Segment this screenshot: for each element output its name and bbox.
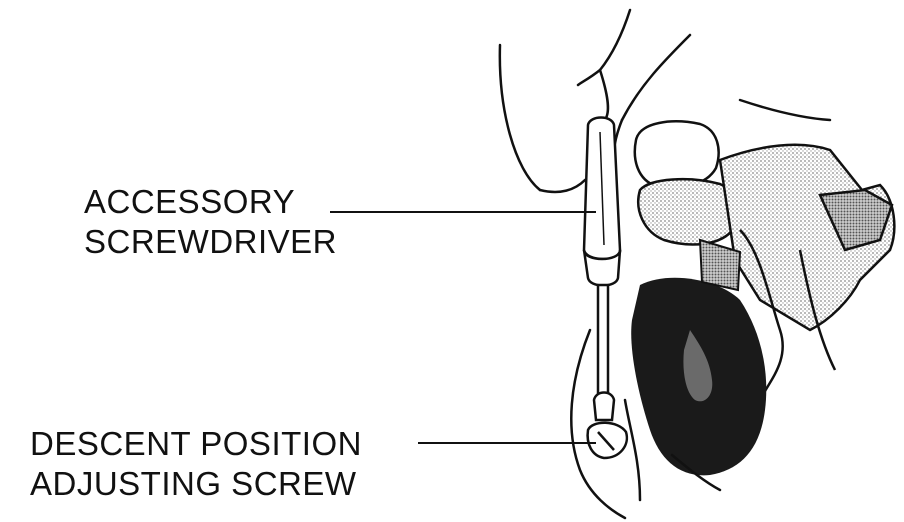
accessory-screwdriver-label-line1: ACCESSORY — [84, 182, 337, 222]
descent-screw — [588, 423, 627, 458]
accessory-screwdriver-label: ACCESSORY SCREWDRIVER — [84, 182, 337, 262]
fingers — [635, 121, 737, 244]
descent-position-screw-label-line1: DESCENT POSITION — [30, 424, 362, 464]
descent-position-screw-label: DESCENT POSITION ADJUSTING SCREW — [30, 424, 362, 504]
descent-position-screw-label-line2: ADJUSTING SCREW — [30, 464, 362, 504]
accessory-screwdriver-label-line2: SCREWDRIVER — [84, 222, 337, 262]
screwdriver — [584, 118, 620, 421]
